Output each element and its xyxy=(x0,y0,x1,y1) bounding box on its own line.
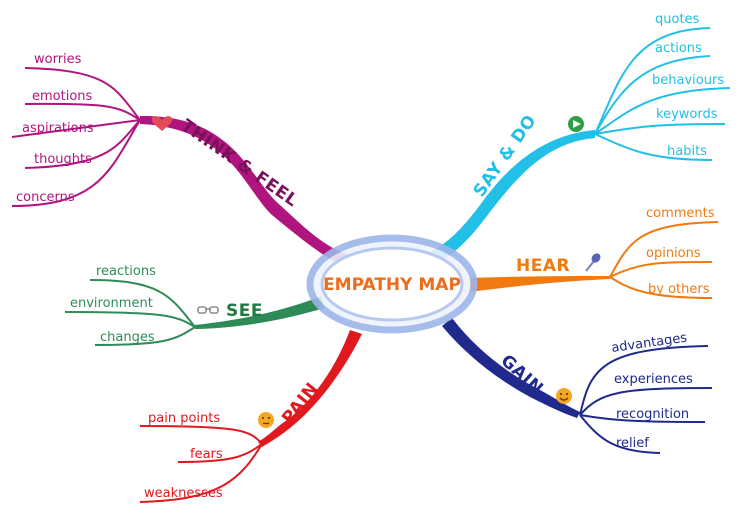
trunk-pain xyxy=(258,330,362,447)
leaf-reactions: reactions xyxy=(96,264,156,279)
leaf-quotes: quotes xyxy=(655,12,700,27)
leaf-actions: actions xyxy=(655,41,702,56)
leaf-line-changes xyxy=(94,326,196,346)
leaf-opinions: opinions xyxy=(646,246,701,261)
leaf-line-comments xyxy=(609,221,719,278)
branch-think-feel: worries emotions aspirations thoughts co… xyxy=(11,52,350,264)
leaf-line-by-others xyxy=(609,276,713,299)
leaf-environment: environment xyxy=(70,296,153,311)
leaf-line-concerns xyxy=(11,119,141,207)
leaf-line-fears xyxy=(177,443,263,463)
leaf-line-emotions xyxy=(24,102,141,121)
branch-label-hear: HEAR xyxy=(516,256,570,276)
leaf-behaviours: behaviours xyxy=(652,73,724,88)
leaf-line-environment xyxy=(64,311,196,328)
leaf-line-recognition xyxy=(579,414,706,423)
leaf-line-experiences xyxy=(579,387,713,416)
center-ring-inner xyxy=(320,246,464,322)
leaf-line-opinions xyxy=(609,261,713,278)
leaf-keywords: keywords xyxy=(656,107,718,122)
trunk-gain xyxy=(442,318,580,418)
leaf-line-relief xyxy=(579,414,661,454)
leaf-line-behaviours xyxy=(594,87,731,135)
leaf-line-reactions xyxy=(89,279,196,328)
trunk-hear xyxy=(470,276,610,292)
leaf-pain-points: pain points xyxy=(148,411,220,426)
branch-label-see: SEE xyxy=(226,301,263,321)
heart-icon xyxy=(151,116,173,131)
leaf-worries: worries xyxy=(34,52,82,67)
leaf-line-advantages xyxy=(579,345,709,416)
leaf-thoughts: thoughts xyxy=(34,152,92,167)
play-button-icon xyxy=(568,116,584,132)
branch-pain: pain points fears weaknesses PAIN xyxy=(139,330,362,503)
glasses-icon xyxy=(197,306,219,314)
leaf-line-weaknesses xyxy=(139,443,263,503)
branch-label-think-feel: THINK & FEEL xyxy=(177,116,301,211)
leaf-fears: fears xyxy=(190,447,223,462)
branch-label-pain: PAIN xyxy=(278,379,322,428)
leaf-recognition: recognition xyxy=(616,407,689,422)
leaf-advantages: advantages xyxy=(610,330,688,355)
leaf-line-pain-points xyxy=(139,425,263,445)
leaf-aspirations: aspirations xyxy=(22,121,94,136)
leaf-line-quotes xyxy=(594,27,711,135)
trunk-think-feel xyxy=(140,115,350,264)
leaf-line-habits xyxy=(594,133,713,161)
sad-face-icon xyxy=(258,412,274,428)
branch-hear: comments opinions by others HEAR xyxy=(470,206,719,299)
leaf-line-worries xyxy=(24,67,141,121)
leaf-comments: comments xyxy=(646,206,715,221)
leaf-emotions: emotions xyxy=(32,89,93,104)
leaf-by-others: by others xyxy=(648,282,710,297)
leaf-relief: relief xyxy=(616,436,649,451)
leaf-line-keywords xyxy=(594,123,726,135)
trunk-see xyxy=(195,296,324,329)
branch-gain: advantages experiences recognition relie… xyxy=(442,318,713,454)
center-node: EMPATHY MAP xyxy=(306,234,478,334)
branch-see: reactions environment changes SEE xyxy=(64,264,324,346)
branch-say-do: quotes actions behaviours keywords habit… xyxy=(430,12,731,260)
smiley-icon xyxy=(556,388,572,404)
leaf-habits: habits xyxy=(667,144,707,159)
leaf-weaknesses: weaknesses xyxy=(144,486,223,501)
leaf-concerns: concerns xyxy=(16,190,75,205)
leaf-line-aspirations xyxy=(11,119,141,138)
leaf-experiences: experiences xyxy=(614,372,693,387)
trunk-say-do xyxy=(430,130,595,260)
leaf-changes: changes xyxy=(100,330,155,345)
leaf-line-actions xyxy=(594,55,711,135)
center-label: EMPATHY MAP xyxy=(323,275,461,295)
leaf-line-thoughts xyxy=(24,119,141,169)
microphone-icon xyxy=(585,253,601,272)
